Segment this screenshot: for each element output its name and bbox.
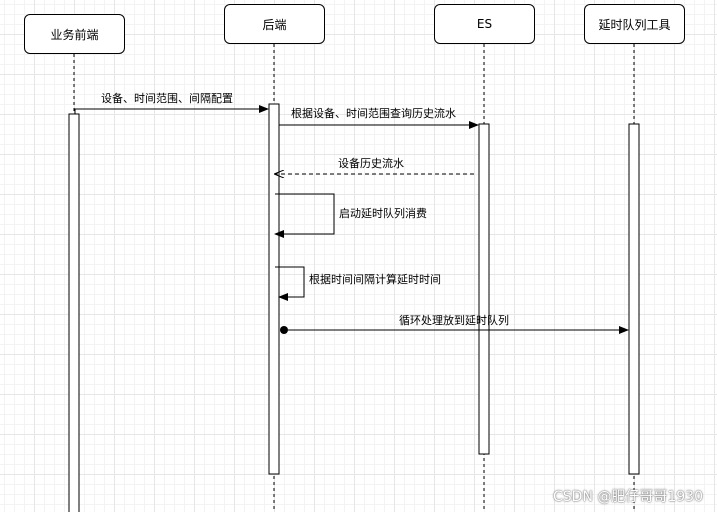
activation-frontend xyxy=(68,113,80,512)
message-label-m3: 设备历史流水 xyxy=(338,157,404,170)
activation-backend xyxy=(268,103,280,475)
message-start-dot-m6 xyxy=(280,326,288,334)
message-arrow-m1 xyxy=(74,105,269,114)
participant-backend: 后端 xyxy=(224,4,325,44)
message-arrow-m4 xyxy=(274,193,335,238)
participant-backend-label: 后端 xyxy=(262,17,287,32)
message-label-m5: 根据时间间隔计算延时时间 xyxy=(309,273,441,286)
message-arrow-m5 xyxy=(275,266,305,301)
activation-es xyxy=(478,123,490,455)
participant-es-label: ES xyxy=(476,17,493,31)
activation-delay-tool xyxy=(628,123,640,475)
participant-frontend: 业务前端 xyxy=(24,14,125,54)
participant-delay-tool: 延时队列工具 xyxy=(584,4,685,44)
message-label-m6: 循环处理放到延时队列 xyxy=(399,314,509,327)
watermark: CSDN @肥仔哥哥1930 xyxy=(553,489,703,505)
participant-frontend-label: 业务前端 xyxy=(50,27,99,42)
message-label-m2: 根据设备、时间范围查询历史流水 xyxy=(291,107,456,120)
message-label-m4: 启动延时队列消费 xyxy=(339,207,427,220)
participant-es: ES xyxy=(434,4,535,44)
message-label-m1: 设备、时间范围、间隔配置 xyxy=(101,92,233,105)
participant-delay-tool-label: 延时队列工具 xyxy=(598,17,671,32)
